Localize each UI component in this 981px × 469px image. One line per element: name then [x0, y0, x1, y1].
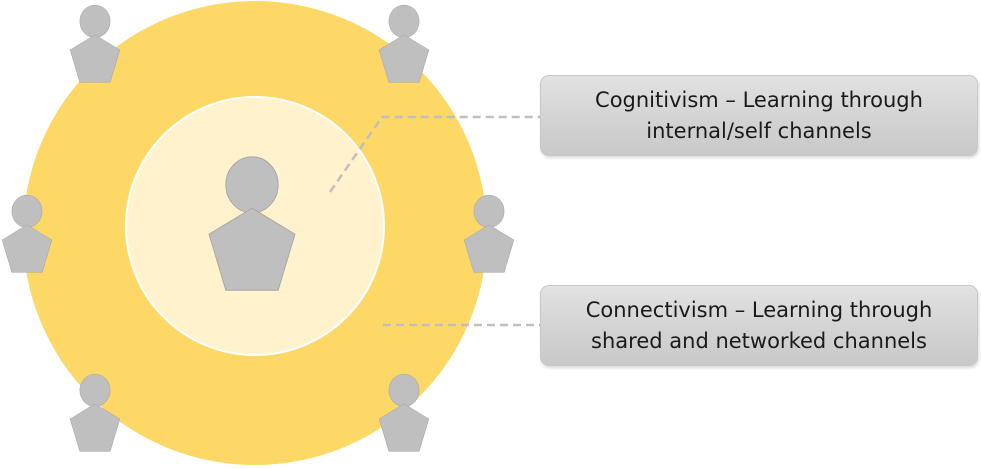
connectivism-callout: Connectivism – Learning through shared a… — [540, 285, 978, 366]
cognitivism-callout: Cognitivism – Learning through internal/… — [540, 75, 978, 156]
person-icon — [69, 4, 121, 83]
callout-connectors — [328, 115, 540, 327]
connectivism-callout-line-2: shared and networked channels — [591, 328, 927, 353]
cognitivism-callout-line-2: internal/self channels — [646, 118, 872, 143]
cognitivism-callout-line-1: Cognitivism – Learning through — [595, 87, 923, 112]
connectivism-callout-line-1: Connectivism – Learning through — [585, 297, 933, 322]
cognitivism-connector — [328, 115, 540, 193]
